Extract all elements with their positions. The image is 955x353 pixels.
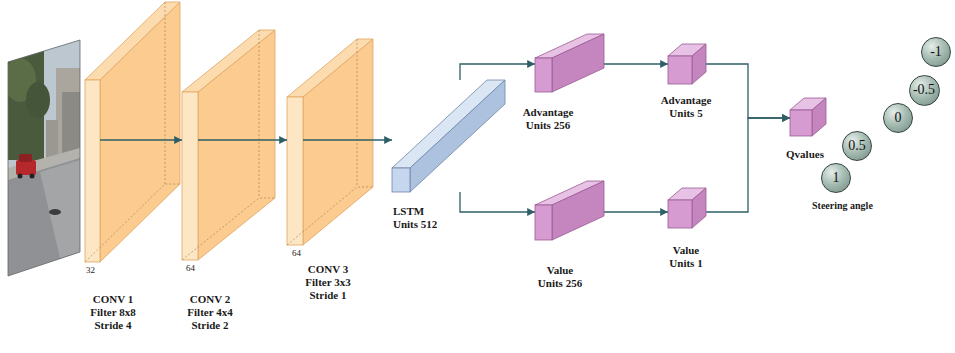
steering-value: 0 — [883, 103, 913, 133]
layer-name: Advantage — [513, 106, 583, 119]
data-flow-arrow — [706, 118, 790, 212]
layer-name: Advantage — [651, 94, 721, 107]
layer-params: Filter 3x3 Stride 1 — [297, 276, 359, 302]
slab-front — [182, 92, 198, 260]
data-flow-arrow — [604, 211, 668, 212]
data-flow-arrow — [198, 139, 287, 140]
conv-slab — [287, 39, 373, 245]
layer-name: Value — [651, 244, 721, 257]
conv-layer: 64CONV 3Filter 3x3 Stride 1 — [287, 97, 303, 245]
layer-name: CONV 3 — [297, 263, 359, 276]
hidden-edge — [259, 30, 260, 198]
slab-top — [182, 30, 275, 92]
layer-block — [535, 34, 604, 92]
layer-name: CONV 1 — [82, 293, 144, 306]
layer-block — [392, 80, 505, 192]
layer-units: Units 5 — [651, 107, 721, 120]
slab-top — [85, 2, 180, 80]
steering-value: -1 — [921, 37, 951, 67]
output-layer: ValueUnits 1 — [668, 188, 706, 228]
value-label: -1 — [930, 44, 942, 60]
block-side — [552, 181, 604, 240]
block-front — [790, 110, 812, 136]
data-flow-arrow — [100, 139, 182, 140]
channel-count: 64 — [186, 263, 206, 273]
hidden-edge — [165, 2, 166, 184]
layer-units: Units 1 — [651, 257, 721, 270]
conv-slabs — [85, 2, 373, 262]
data-flow-arrow — [460, 64, 535, 80]
value-label: 0.5 — [848, 138, 866, 154]
block-side — [812, 98, 826, 136]
layer-block — [535, 181, 604, 240]
layer-units: Units 256 — [525, 277, 595, 290]
data-flow-arrow — [706, 64, 790, 118]
block-side — [692, 44, 706, 84]
dense-layer: AdvantageUnits 256 — [535, 34, 604, 92]
channel-count: 32 — [86, 265, 106, 275]
layer-units: Units 256 — [513, 119, 583, 132]
hidden-edge — [287, 187, 373, 245]
block-front — [535, 58, 552, 92]
hidden-edge — [357, 39, 358, 187]
steering-value: -0.5 — [909, 75, 940, 106]
data-flow-arrow — [303, 139, 392, 140]
block-front — [668, 200, 692, 228]
slab-front — [85, 80, 100, 262]
road-photo — [0, 30, 90, 280]
conv-slab — [182, 30, 275, 260]
output-caption: Steering angle — [812, 200, 902, 212]
conv-slab — [85, 2, 180, 262]
channel-count: 64 — [292, 248, 312, 258]
hidden-edge — [182, 198, 275, 260]
data-flow-arrow — [604, 63, 668, 64]
data-flow-arrow — [460, 192, 535, 212]
lstm-layer: LSTMUnits 512 — [392, 80, 505, 192]
layer-block — [668, 44, 706, 84]
conv-layer: 64CONV 2Filter 4x4 Stride 2 — [182, 92, 198, 260]
qvalue-layer: Qvalues — [790, 98, 826, 136]
block-side — [552, 34, 604, 92]
hidden-edge — [85, 184, 180, 262]
block-front — [668, 56, 692, 84]
layer-name: CONV 2 — [179, 293, 241, 306]
block-front — [535, 205, 552, 240]
block-side — [692, 188, 706, 228]
layer-name: Value — [525, 264, 595, 277]
block-front — [392, 168, 410, 192]
value-label: 0 — [895, 110, 902, 126]
slab-face — [198, 30, 275, 260]
steering-value: 1 — [821, 163, 851, 193]
photo-frame — [8, 40, 80, 276]
layer-block — [668, 188, 706, 228]
slab-front — [287, 97, 303, 245]
slab-top — [287, 39, 373, 97]
layer-params: Filter 4x4 Stride 2 — [179, 306, 241, 332]
steering-value: 0.5 — [842, 131, 872, 161]
layer-units: Units 512 — [393, 218, 463, 231]
layer-params: Filter 8x8 Stride 4 — [82, 306, 144, 332]
value-label: 1 — [833, 170, 840, 186]
layer-block — [790, 98, 826, 136]
output-layer: AdvantageUnits 5 — [668, 44, 706, 84]
value-label: -0.5 — [913, 82, 935, 98]
dense-layer: ValueUnits 256 — [535, 181, 604, 240]
block-side — [410, 80, 505, 192]
layer-name: Qvalues — [775, 148, 835, 161]
layer-name: LSTM — [393, 205, 463, 218]
slab-face — [303, 39, 373, 245]
conv-layer: 32CONV 1Filter 8x8 Stride 4 — [85, 80, 100, 262]
